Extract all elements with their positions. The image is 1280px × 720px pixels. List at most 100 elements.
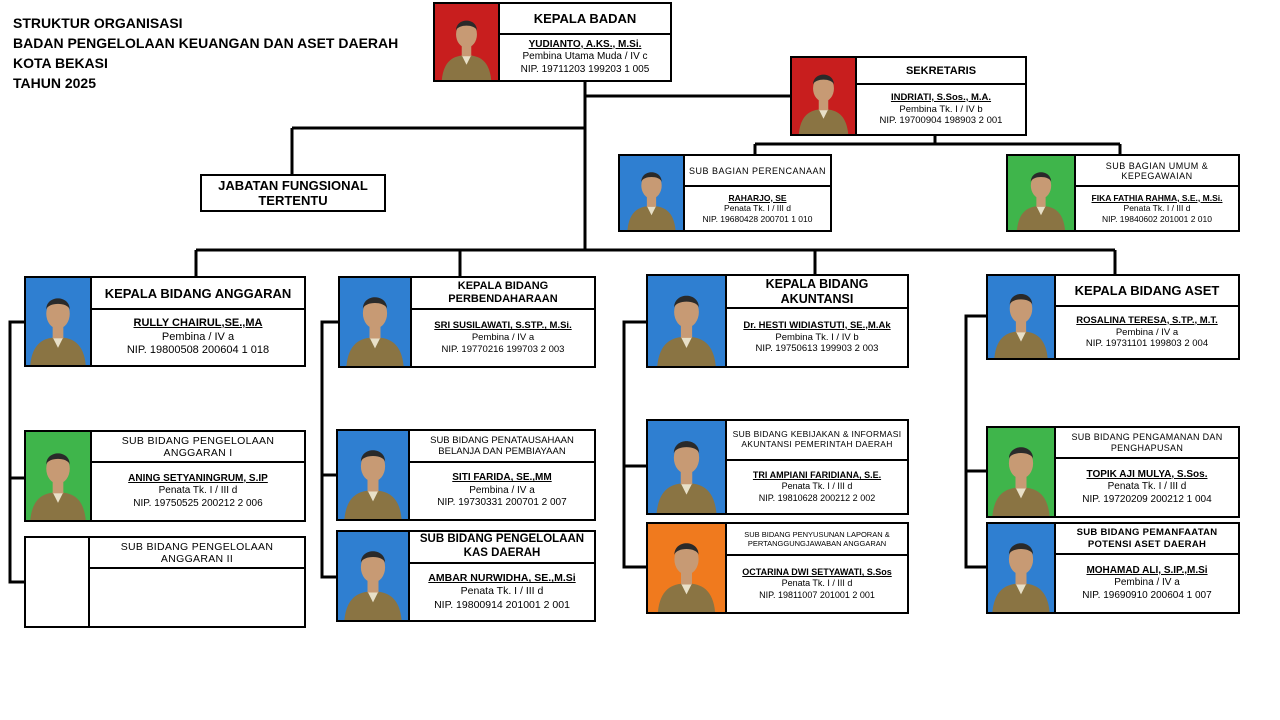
card-sub-penyusunan: SUB BIDANG PENYUSUNAN LAPORAN & PERTANGG…: [646, 522, 909, 614]
person-name: AMBAR NURWIDHA, SE.,M.Si: [428, 572, 576, 585]
position-title: KEPALA BIDANG ANGGARAN: [92, 278, 304, 310]
position-title: KEPALA BIDANG PERBENDAHARAAN: [412, 278, 594, 310]
card-sub-pemanfaatan: SUB BIDANG PEMANFAATAN POTENSI ASET DAER…: [986, 522, 1240, 614]
person-nip: NIP. 19730331 200701 2 007: [437, 497, 567, 509]
card-sub-kas: SUB BIDANG PENGELOLAAN KAS DAERAH AMBAR …: [336, 530, 596, 622]
person-silhouette-icon: [627, 172, 676, 230]
person-name: YUDIANTO, A.KS., M.Si.: [528, 38, 642, 50]
photo-sub-pemanfaatan: [988, 524, 1056, 612]
position-title: SUB BAGIAN UMUM & KEPEGAWAIAN: [1076, 156, 1238, 187]
photo-sekretaris: [792, 58, 857, 134]
photo-kabid-akuntansi: [648, 276, 727, 366]
photo-sub-kas: [338, 532, 410, 620]
person-silhouette-icon: [994, 293, 1048, 358]
person-name: ROSALINA TERESA, S.TP., M.T.: [1076, 314, 1218, 326]
title-line: TAHUN 2025: [13, 75, 96, 91]
person-rank: Pembina / IV a: [1114, 577, 1180, 589]
position-title: SUB BIDANG PENGELOLAAN ANGGARAN II: [90, 538, 304, 569]
person-silhouette-icon: [441, 20, 492, 80]
photo-kabid-perbendaharaan: [340, 278, 412, 366]
card-sub-kebijakan: SUB BIDANG KEBIJAKAN & INFORMASI AKUNTAN…: [646, 419, 909, 515]
person-nip: NIP. 19810628 200212 2 002: [758, 492, 876, 503]
person-name: ANING SETYANINGRUM, S.IP: [128, 472, 268, 484]
card-sub-anggaran-2: SUB BIDANG PENGELOLAAN ANGGARAN II: [24, 536, 306, 628]
position-title: SUB BIDANG PENYUSUNAN LAPORAN & PERTANGG…: [727, 524, 907, 556]
position-title: KEPALA BIDANG ASET: [1056, 276, 1238, 307]
person-nip: NIP. 19840602 201001 2 010: [1102, 213, 1212, 224]
person-name: SRI SUSILAWATI, S.STP., M.Si.: [434, 320, 572, 332]
person-silhouette-icon: [344, 551, 402, 620]
person-name: FIKA FATHIA RAHMA, S.E., M.Si.: [1091, 192, 1223, 203]
person-rank: Pembina / IV a: [161, 330, 235, 343]
photo-kepala-badan: [435, 4, 500, 80]
person-silhouette-icon: [992, 447, 1050, 516]
photo-sub-penyusunan: [648, 524, 727, 612]
person-rank: Pembina Utama Muda / IV c: [522, 51, 648, 63]
person-nip: NIP. 19811007 201001 2 001: [759, 589, 875, 600]
person-nip: NIP. 19750525 200212 2 006: [133, 497, 263, 509]
position-title: SUB BIDANG PENGAMANAN DAN PENGHAPUSAN: [1056, 428, 1238, 459]
person-nip: NIP. 19680428 200701 1 010: [702, 213, 813, 224]
person-name: RAHARJO, SE: [728, 192, 787, 203]
person-silhouette-icon: [30, 298, 86, 365]
person-rank: Pembina Tk. I / IV b: [775, 331, 859, 343]
person-nip: NIP. 19750613 199903 2 003: [755, 343, 879, 355]
card-sub-perencanaan: SUB BAGIAN PERENCANAAN RAHARJO, SE Penat…: [618, 154, 832, 232]
person-silhouette-icon: [346, 297, 404, 366]
card-sub-umum: SUB BAGIAN UMUM & KEPEGAWAIAN FIKA FATHI…: [1006, 154, 1240, 232]
person-rank: Pembina Tk. I / IV b: [899, 103, 983, 115]
jabatan-fungsional-label: JABATAN FUNGSIONAL TERTENTU: [218, 178, 368, 208]
card-kabid-perbendaharaan: KEPALA BIDANG PERBENDAHARAAN SRI SUSILAW…: [338, 276, 596, 368]
person-rank: Penata Tk. I / III d: [781, 578, 853, 589]
photo-sub-kebijakan: [648, 421, 727, 513]
person-name: TRI AMPIANI FARIDIANA, S.E.: [752, 470, 882, 481]
jabatan-fungsional-box: JABATAN FUNGSIONAL TERTENTU: [200, 174, 386, 212]
person-rank: Penata Tk. I / III d: [158, 485, 238, 497]
person-rank: Pembina / IV a: [469, 484, 535, 496]
person-name: MOHAMAD ALI, S.IP.,M.Si: [1086, 564, 1208, 576]
card-kabid-akuntansi: KEPALA BIDANG AKUNTANSI Dr. HESTI WIDIAS…: [646, 274, 909, 368]
card-kepala-badan: KEPALA BADAN YUDIANTO, A.KS., M.Si. Pemb…: [433, 2, 672, 82]
person-rank: Penata Tk. I / III d: [460, 585, 544, 598]
person-name: RULLY CHAIRUL,SE.,MA: [133, 316, 263, 329]
person-silhouette-icon: [30, 453, 86, 520]
position-title: SEKRETARIS: [857, 58, 1025, 85]
person-silhouette-icon: [1016, 172, 1066, 230]
person-rank: Penata Tk. I / III d: [781, 481, 853, 492]
photo-placeholder: [26, 538, 90, 626]
person-silhouette-icon: [657, 295, 716, 366]
photo-sub-pengamanan: [988, 428, 1056, 516]
person-nip: NIP. 19770216 199703 2 003: [441, 343, 565, 355]
person-silhouette-icon: [657, 543, 716, 612]
person-rank: Pembina / IV a: [1115, 326, 1179, 338]
position-title: SUB BIDANG PEMANFAATAN POTENSI ASET DAER…: [1056, 524, 1238, 555]
position-title: SUB BIDANG PENGELOLAAN ANGGARAN I: [92, 432, 304, 463]
photo-kabid-anggaran: [26, 278, 92, 365]
photo-kabid-aset: [988, 276, 1056, 358]
person-silhouette-icon: [656, 441, 717, 513]
person-rank: Pembina / IV a: [471, 332, 535, 344]
person-rank: Penata Tk. I / III d: [724, 203, 791, 214]
person-name: TOPIK AJI MULYA, S.Sos.: [1086, 468, 1208, 480]
card-kabid-aset: KEPALA BIDANG ASET ROSALINA TERESA, S.TP…: [986, 274, 1240, 360]
photo-sub-umum: [1008, 156, 1076, 230]
card-sub-pengamanan: SUB BIDANG PENGAMANAN DAN PENGHAPUSAN TO…: [986, 426, 1240, 518]
person-nip: NIP. 19690910 200604 1 007: [1082, 589, 1212, 601]
photo-sub-penatausahaan: [338, 431, 410, 519]
photo-sub-anggaran-1: [26, 432, 92, 520]
person-nip: NIP. 19711203 199203 1 005: [520, 63, 650, 75]
position-title: SUB BIDANG PENATAUSAHAAN BELANJA DAN PEM…: [410, 431, 594, 463]
person-name: INDRIATI, S.Sos., M.A.: [890, 91, 992, 103]
title-line: BADAN PENGELOLAAN KEUANGAN DAN ASET DAER…: [13, 35, 399, 51]
person-rank: Penata Tk. I / III d: [1123, 203, 1191, 214]
card-sekretaris: SEKRETARIS INDRIATI, S.Sos., M.A. Pembin…: [790, 56, 1027, 136]
title-line: KOTA BEKASI: [13, 55, 108, 71]
title-line: STRUKTUR ORGANISASI: [13, 15, 183, 31]
person-silhouette-icon: [344, 450, 402, 519]
person-silhouette-icon: [798, 74, 849, 134]
person-nip: NIP. 19720209 200212 1 004: [1082, 493, 1212, 505]
person-nip: NIP. 19800914 201001 2 001: [434, 598, 570, 611]
person-name: OCTARINA DWI SETYAWATI, S.Sos: [742, 567, 892, 578]
person-nip: NIP. 19800508 200604 1 018: [126, 344, 270, 357]
